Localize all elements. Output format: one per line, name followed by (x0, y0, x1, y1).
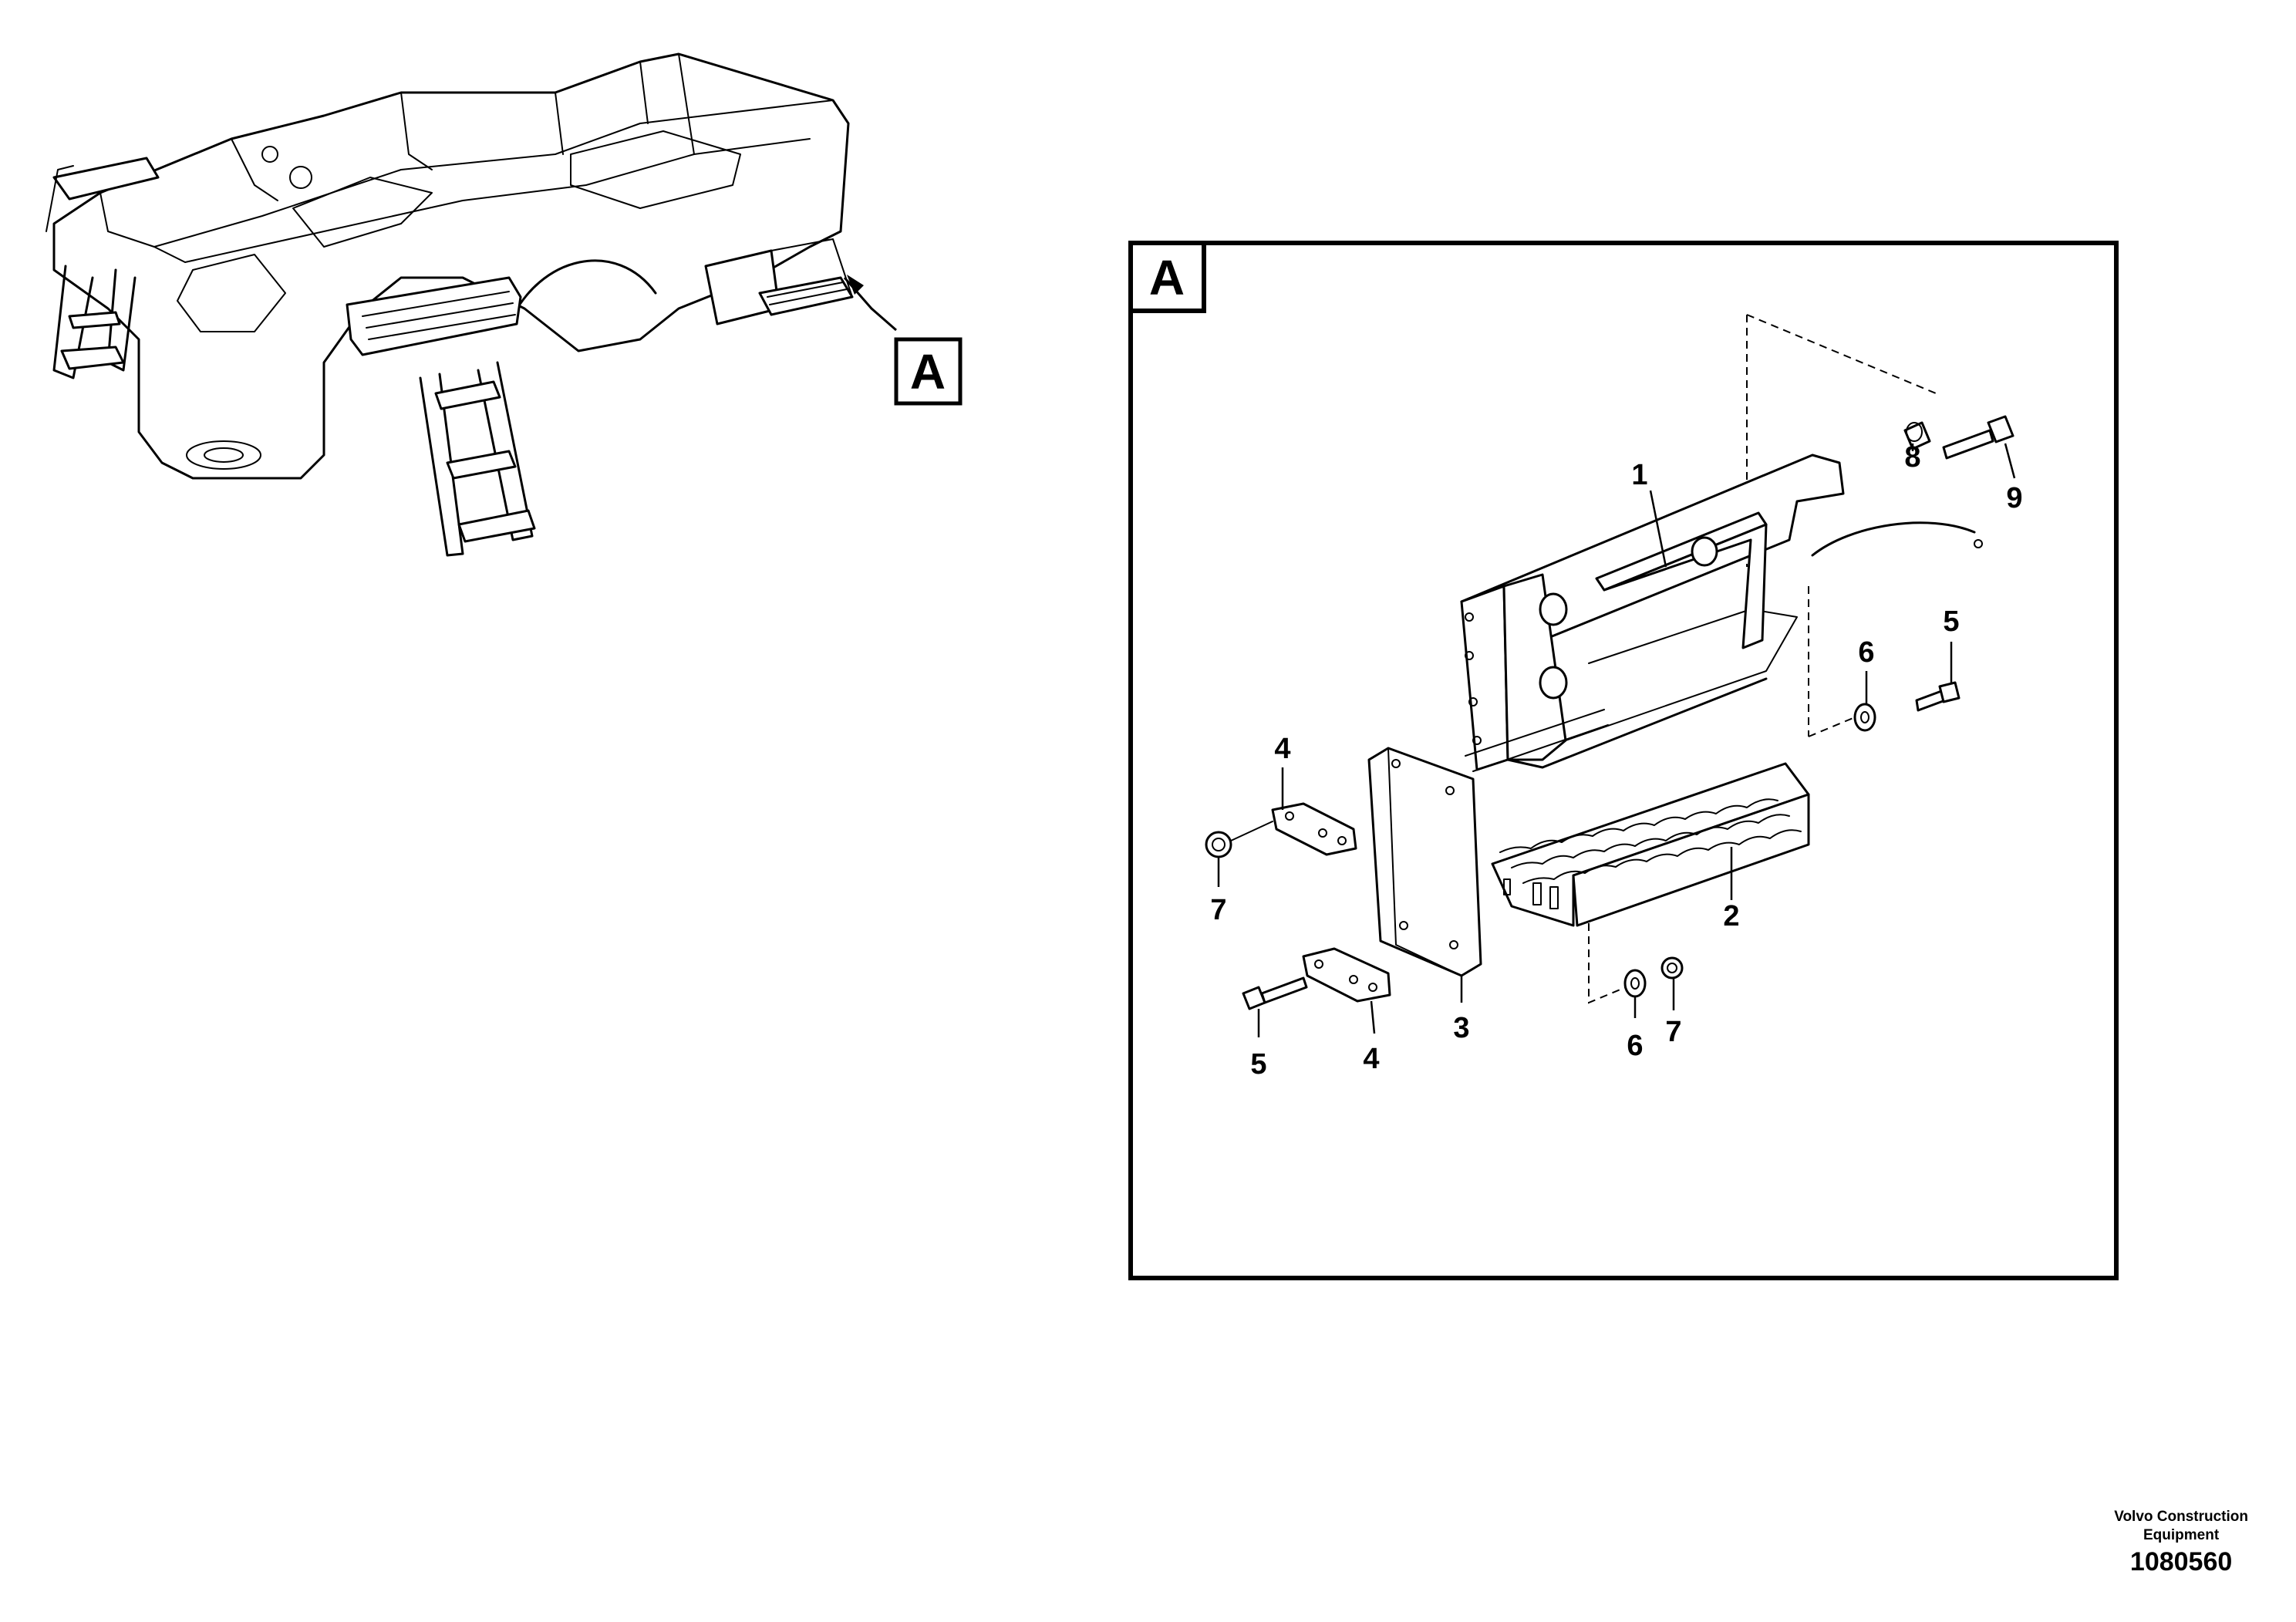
bolt-5-left (1242, 976, 1308, 1010)
step-tread (1491, 762, 1810, 927)
strap-upper (1271, 802, 1357, 856)
washer-6-lower (1623, 969, 1647, 998)
frame-overview: A (46, 52, 963, 557)
callout-leaders (1217, 443, 2016, 1037)
callout-7-lower: 7 (1665, 1016, 1681, 1048)
callout-4-lower: 4 (1363, 1043, 1379, 1075)
image-code: 1080560 (2129, 1547, 2233, 1576)
callout-6-lower: 6 (1627, 1030, 1643, 1062)
spacer-8 (1903, 421, 1931, 450)
callout-1: 1 (1631, 459, 1647, 491)
callout-4-upper: 4 (1274, 733, 1290, 765)
bolt-9 (1942, 415, 2014, 460)
nut-7-lower (1660, 956, 1684, 980)
brand-line-1: Volvo Construction (2114, 1509, 2248, 1525)
detail-a-frame (1128, 241, 2119, 1280)
detail-a-view: A (1128, 241, 2119, 1280)
callout-3: 3 (1453, 1012, 1469, 1044)
footer-block: Volvo Construction Equipment 1080560 (2114, 1508, 2248, 1579)
detail-a-label: A (1149, 250, 1185, 305)
washer-6-right (1853, 703, 1876, 732)
detail-a-label-box (1128, 241, 1206, 313)
callout-8: 8 (1904, 441, 1920, 474)
nut-7-left (1205, 821, 1273, 858)
detail-a-tag-letter: A (910, 344, 946, 400)
callout-6-right: 6 (1858, 636, 1874, 669)
strap-lower (1302, 947, 1391, 1003)
step-bracket (1460, 454, 1983, 771)
bolt-5-right (1915, 681, 1961, 712)
mounting-plate (1367, 709, 1609, 977)
detail-a-tag (894, 337, 963, 406)
callout-9: 9 (2006, 482, 2022, 514)
callout-5-right: 5 (1943, 605, 1959, 638)
brand-line-2: Equipment (2143, 1527, 2220, 1543)
callout-5-left: 5 (1250, 1048, 1266, 1081)
callout-2: 2 (1723, 900, 1739, 932)
callout-7-left: 7 (1210, 894, 1226, 926)
